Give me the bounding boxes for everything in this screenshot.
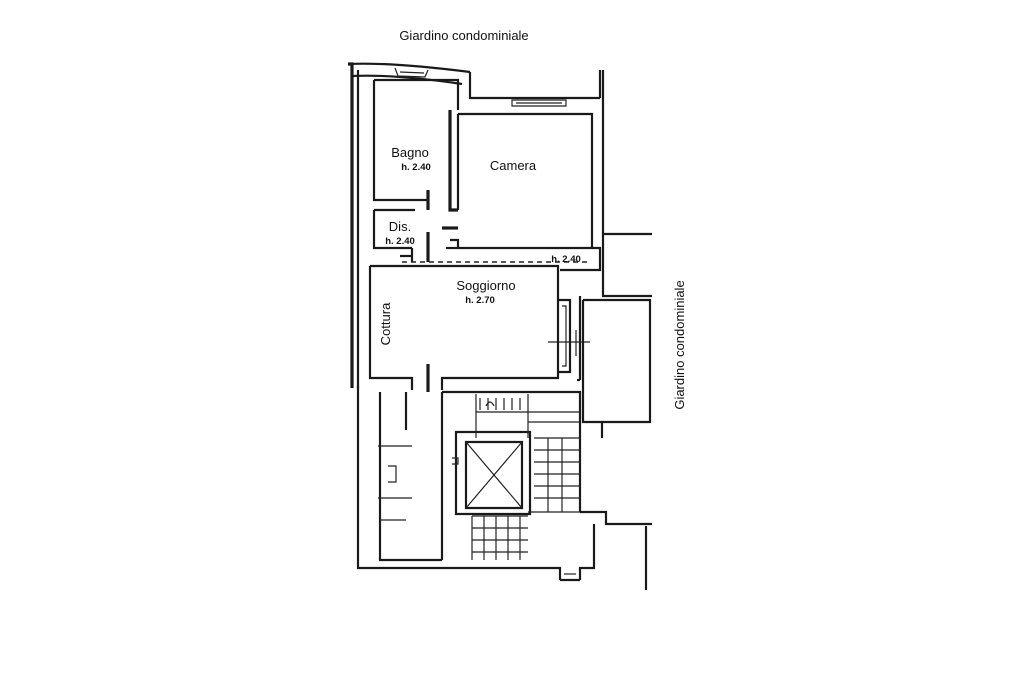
label-cottura: Cottura: [378, 302, 393, 345]
camera-top-wall: [468, 70, 605, 248]
lobby: [378, 392, 442, 562]
garden-label-right: Giardino condominiale: [672, 280, 687, 409]
label-soggiorno-height: h. 2.70: [465, 295, 495, 306]
room-bagno: [372, 78, 460, 212]
stairwell: [440, 390, 582, 560]
top-window: [394, 67, 429, 78]
room-dis: [372, 190, 430, 262]
room-camera: [442, 112, 594, 250]
left-outer-wall: [347, 62, 471, 388]
right-garden-walls: [577, 232, 652, 438]
label-dis: Dis.: [389, 219, 411, 234]
label-camera: Camera: [490, 158, 537, 173]
bottom-walls: [356, 386, 652, 590]
garden-label-top: Giardino condominiale: [399, 28, 528, 43]
label-dis-height: h. 2.40: [385, 236, 415, 247]
label-bagno: Bagno: [391, 145, 429, 160]
elevator: [452, 430, 532, 516]
camera-right-step: [560, 246, 602, 272]
label-soggiorno: Soggiorno: [456, 278, 515, 293]
label-bagno-height: h. 2.40: [401, 162, 431, 173]
label-camera-height: h. 2.40: [551, 254, 581, 265]
room-soggiorno: [368, 264, 590, 392]
